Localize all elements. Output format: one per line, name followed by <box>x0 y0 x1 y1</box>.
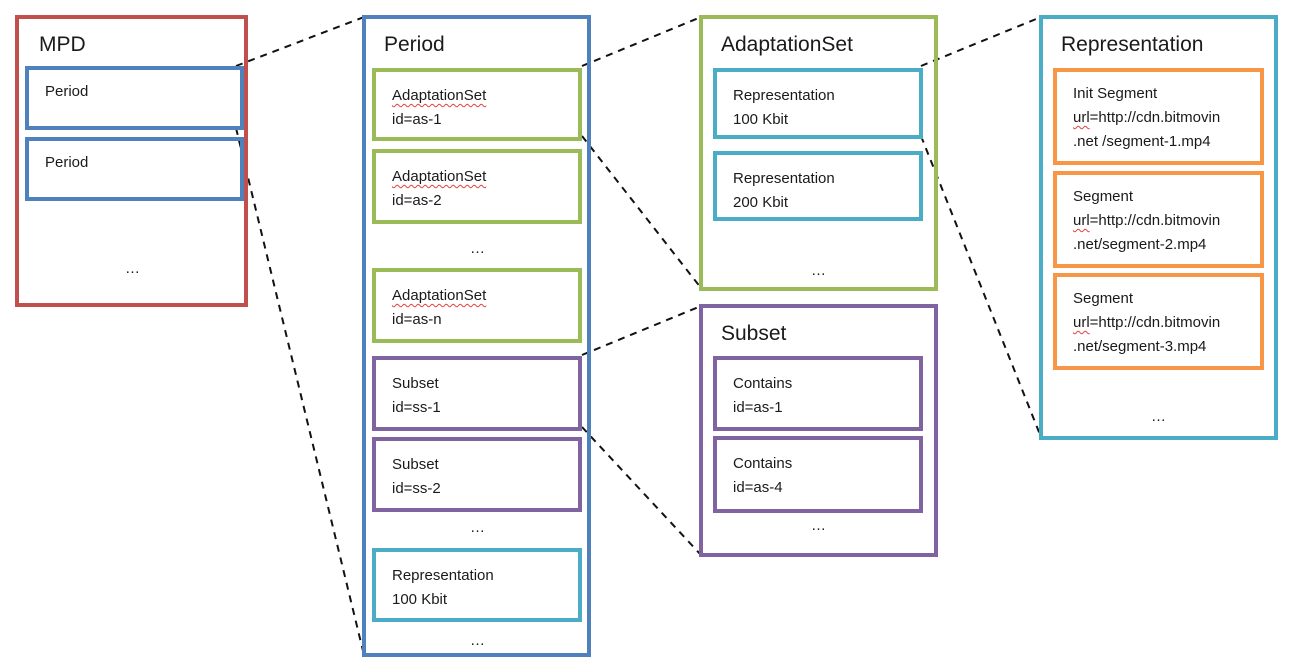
mpd-period-1: Period <box>25 66 244 130</box>
item-name: Representation <box>733 170 835 187</box>
adaptationset-box: AdaptationSet Representation 100 Kbit Rep… <box>699 15 938 291</box>
item-name: Contains <box>733 455 793 472</box>
period-subset-1: Subset id=ss-1 <box>372 356 582 431</box>
segment-url-line2: .net/segment-3.mp4 <box>1073 338 1207 355</box>
subset-more: … <box>811 517 826 534</box>
item-id: id=ss-2 <box>392 480 441 497</box>
adaptationset-representation-1: Representation 100 Kbit <box>713 68 923 139</box>
item-bitrate: 100 Kbit <box>733 111 789 128</box>
item-name: Representation <box>392 567 494 584</box>
segment-name: Segment <box>1073 188 1134 205</box>
representation-segment-3: Segment url=http://cdn.bitmovin .net/segme… <box>1053 273 1264 370</box>
representation-title: Representation <box>1061 33 1204 56</box>
period-subset-2: Subset id=ss-2 <box>372 437 582 512</box>
mpd-period-2: Period <box>25 137 244 201</box>
segment-url-line2: .net/segment-2.mp4 <box>1073 236 1207 253</box>
adaptationset-title: AdaptationSet <box>721 33 853 56</box>
adaptationset-representation-2: Representation 200 Kbit <box>713 151 923 221</box>
adaptationset-more: … <box>811 262 826 279</box>
representation-segment-2: Segment url=http://cdn.bitmovin .net/segme… <box>1053 171 1264 268</box>
segment-name: Segment <box>1073 290 1134 307</box>
item-name: AdaptationSet <box>392 87 487 104</box>
item-name: AdaptationSet <box>392 168 487 185</box>
url-value: =http://cdn.bitmovin <box>1089 212 1221 229</box>
period-adaptationset-2: AdaptationSet id=as-2 <box>372 149 582 224</box>
mpd-box: MPD Period Period … <box>15 15 248 307</box>
connector-adaptationset-bottom <box>581 135 702 289</box>
url-key: url <box>1073 314 1090 331</box>
mpd-more: … <box>125 260 140 277</box>
url-key: url <box>1073 212 1090 229</box>
item-id: id=as-1 <box>733 399 783 416</box>
connector-subset-top <box>581 305 702 356</box>
connector-period-bottom <box>235 127 365 656</box>
segment-url-line1: url=http://cdn.bitmovin <box>1073 209 1220 233</box>
url-key: url <box>1073 109 1090 126</box>
period-representation: Representation 100 Kbit <box>372 548 582 622</box>
item-name: Subset <box>392 456 439 473</box>
mpd-period-label: Period <box>45 154 89 171</box>
period-more-representations: … <box>470 632 485 649</box>
subset-box: Subset Contains id=as-1 Contains id=as-4 … <box>699 304 938 557</box>
segment-url-line1: url=http://cdn.bitmovin <box>1073 311 1220 335</box>
item-id: id=as-4 <box>733 479 783 496</box>
connector-representation-bottom <box>920 135 1042 438</box>
item-id: 100 Kbit <box>392 591 448 608</box>
segment-name: Init Segment <box>1073 85 1158 102</box>
item-bitrate: 200 Kbit <box>733 194 789 211</box>
url-value: =http://cdn.bitmovin <box>1089 109 1221 126</box>
period-more-adaptationsets: … <box>470 240 485 257</box>
item-name: AdaptationSet <box>392 287 487 304</box>
item-name: Contains <box>733 375 793 392</box>
period-box: Period AdaptationSet id=as-1 AdaptationSe… <box>362 15 591 657</box>
subset-title: Subset <box>721 322 787 345</box>
connector-representation-top <box>920 16 1042 67</box>
item-name: Representation <box>733 87 835 104</box>
item-id: id=ss-1 <box>392 399 441 416</box>
period-title: Period <box>384 33 445 56</box>
representation-init-segment: Init Segment url=http://cdn.bitmovin .net … <box>1053 68 1264 165</box>
item-id: id=as-n <box>392 311 442 328</box>
mpd-title: MPD <box>39 33 86 56</box>
subset-contains-2: Contains id=as-4 <box>713 436 923 513</box>
period-adaptationset-n: AdaptationSet id=as-n <box>372 268 582 343</box>
connector-subset-bottom <box>581 426 702 556</box>
period-adaptationset-1: AdaptationSet id=as-1 <box>372 68 582 141</box>
url-value: =http://cdn.bitmovin <box>1089 314 1221 331</box>
item-name: Subset <box>392 375 439 392</box>
item-id: id=as-1 <box>392 111 442 128</box>
item-id: id=as-2 <box>392 192 442 209</box>
subset-contains-1: Contains id=as-1 <box>713 356 923 431</box>
segment-url-line1: url=http://cdn.bitmovin <box>1073 106 1220 130</box>
period-more-subsets: … <box>470 519 485 536</box>
mpd-period-label: Period <box>45 83 89 100</box>
connector-period-top <box>235 16 365 67</box>
segment-url-line2: .net /segment-1.mp4 <box>1073 133 1211 150</box>
representation-more: … <box>1151 408 1166 425</box>
connector-adaptationset-top <box>581 16 702 67</box>
